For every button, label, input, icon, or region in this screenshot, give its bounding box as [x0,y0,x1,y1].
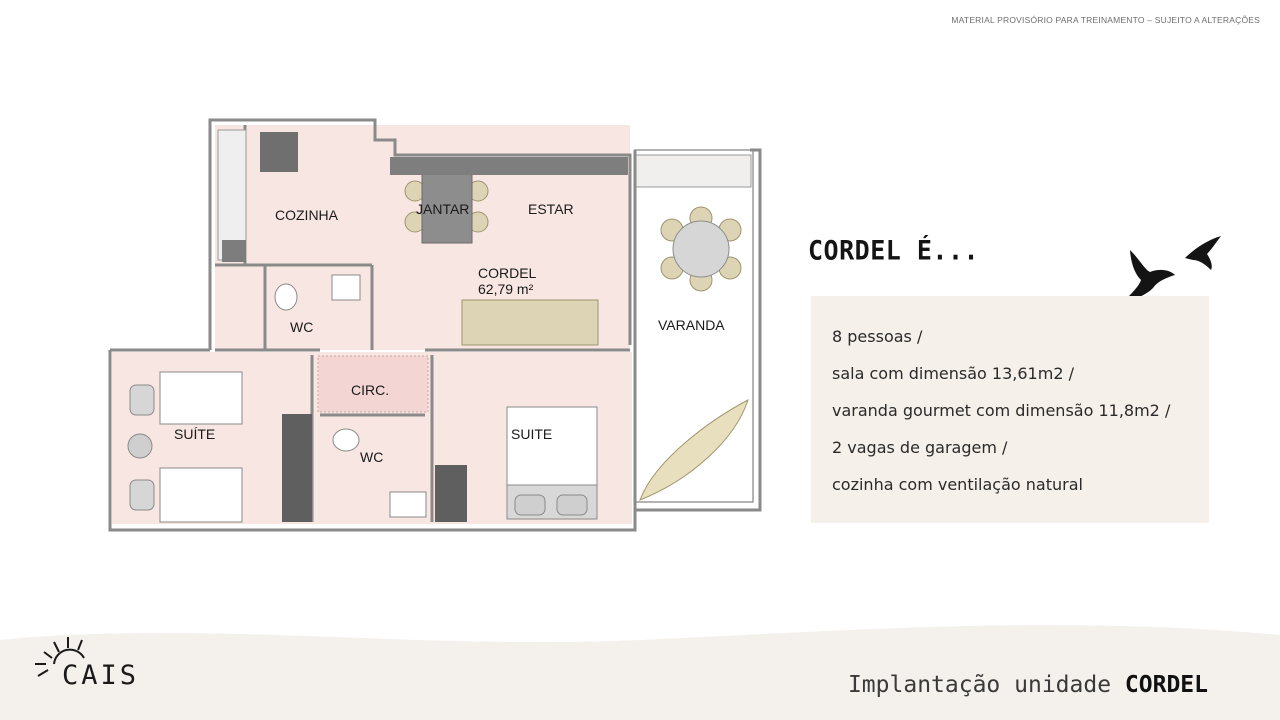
kitchen-counter [217,129,247,261]
features-card: 8 pessoas / sala com dimensão 13,61m2 / … [811,296,1209,523]
label-suite-right: SUITE [511,426,552,442]
label-wc-1: WC [290,319,313,335]
sofa [461,299,599,346]
feature-item: 8 pessoas / [832,327,923,346]
features-list: 8 pessoas / sala com dimensão 13,61m2 / … [811,296,1209,503]
label-cozinha: COZINHA [275,207,339,223]
label-varanda: VARANDA [658,317,725,333]
bed-left [127,371,243,523]
label-wc-2: WC [360,449,383,465]
circulation-floor [317,355,429,413]
label-circ: CIRC. [351,382,389,398]
bed-right [506,406,598,520]
page-title-emphasis: CORDEL [1124,672,1208,698]
brand-logo: CAIS [62,660,140,691]
varanda-table [660,206,742,292]
hammock [639,398,749,501]
page-title-prefix: Implantação unidade [847,672,1125,698]
wardrobe-left [282,414,312,522]
footer-wave [0,625,1280,720]
dining-set [404,167,489,244]
terrace-planter [635,154,752,188]
label-jantar: JANTAR [416,201,469,217]
feature-item: cozinha com ventilação natural [832,475,1083,494]
kitchen-bar [390,157,628,175]
stove [222,240,246,262]
fridge [260,132,298,172]
label-unit-area: 62,79 m² [478,281,534,297]
sun-icon [35,637,85,677]
bird-icon [1185,236,1221,270]
feature-item: varanda gourmet com dimensão 11,8m2 / [832,401,1171,420]
page-title: Implantação unidade CORDEL [848,672,1208,698]
feature-item: sala com dimensão 13,61m2 / [832,364,1074,383]
feature-item: 2 vagas de garagem / [832,438,1008,457]
label-unit-name: CORDEL [478,265,537,281]
section-heading: CORDEL É... [808,235,980,266]
disclaimer-text: MATERIAL PROVISÓRIO PARA TREINAMENTO – S… [951,15,1260,25]
label-estar: ESTAR [528,201,574,217]
label-suite-left: SUÍTE [174,426,215,442]
wardrobe-right [435,465,467,522]
bathroom-fixtures [274,274,427,518]
bird-icon [1123,250,1175,302]
